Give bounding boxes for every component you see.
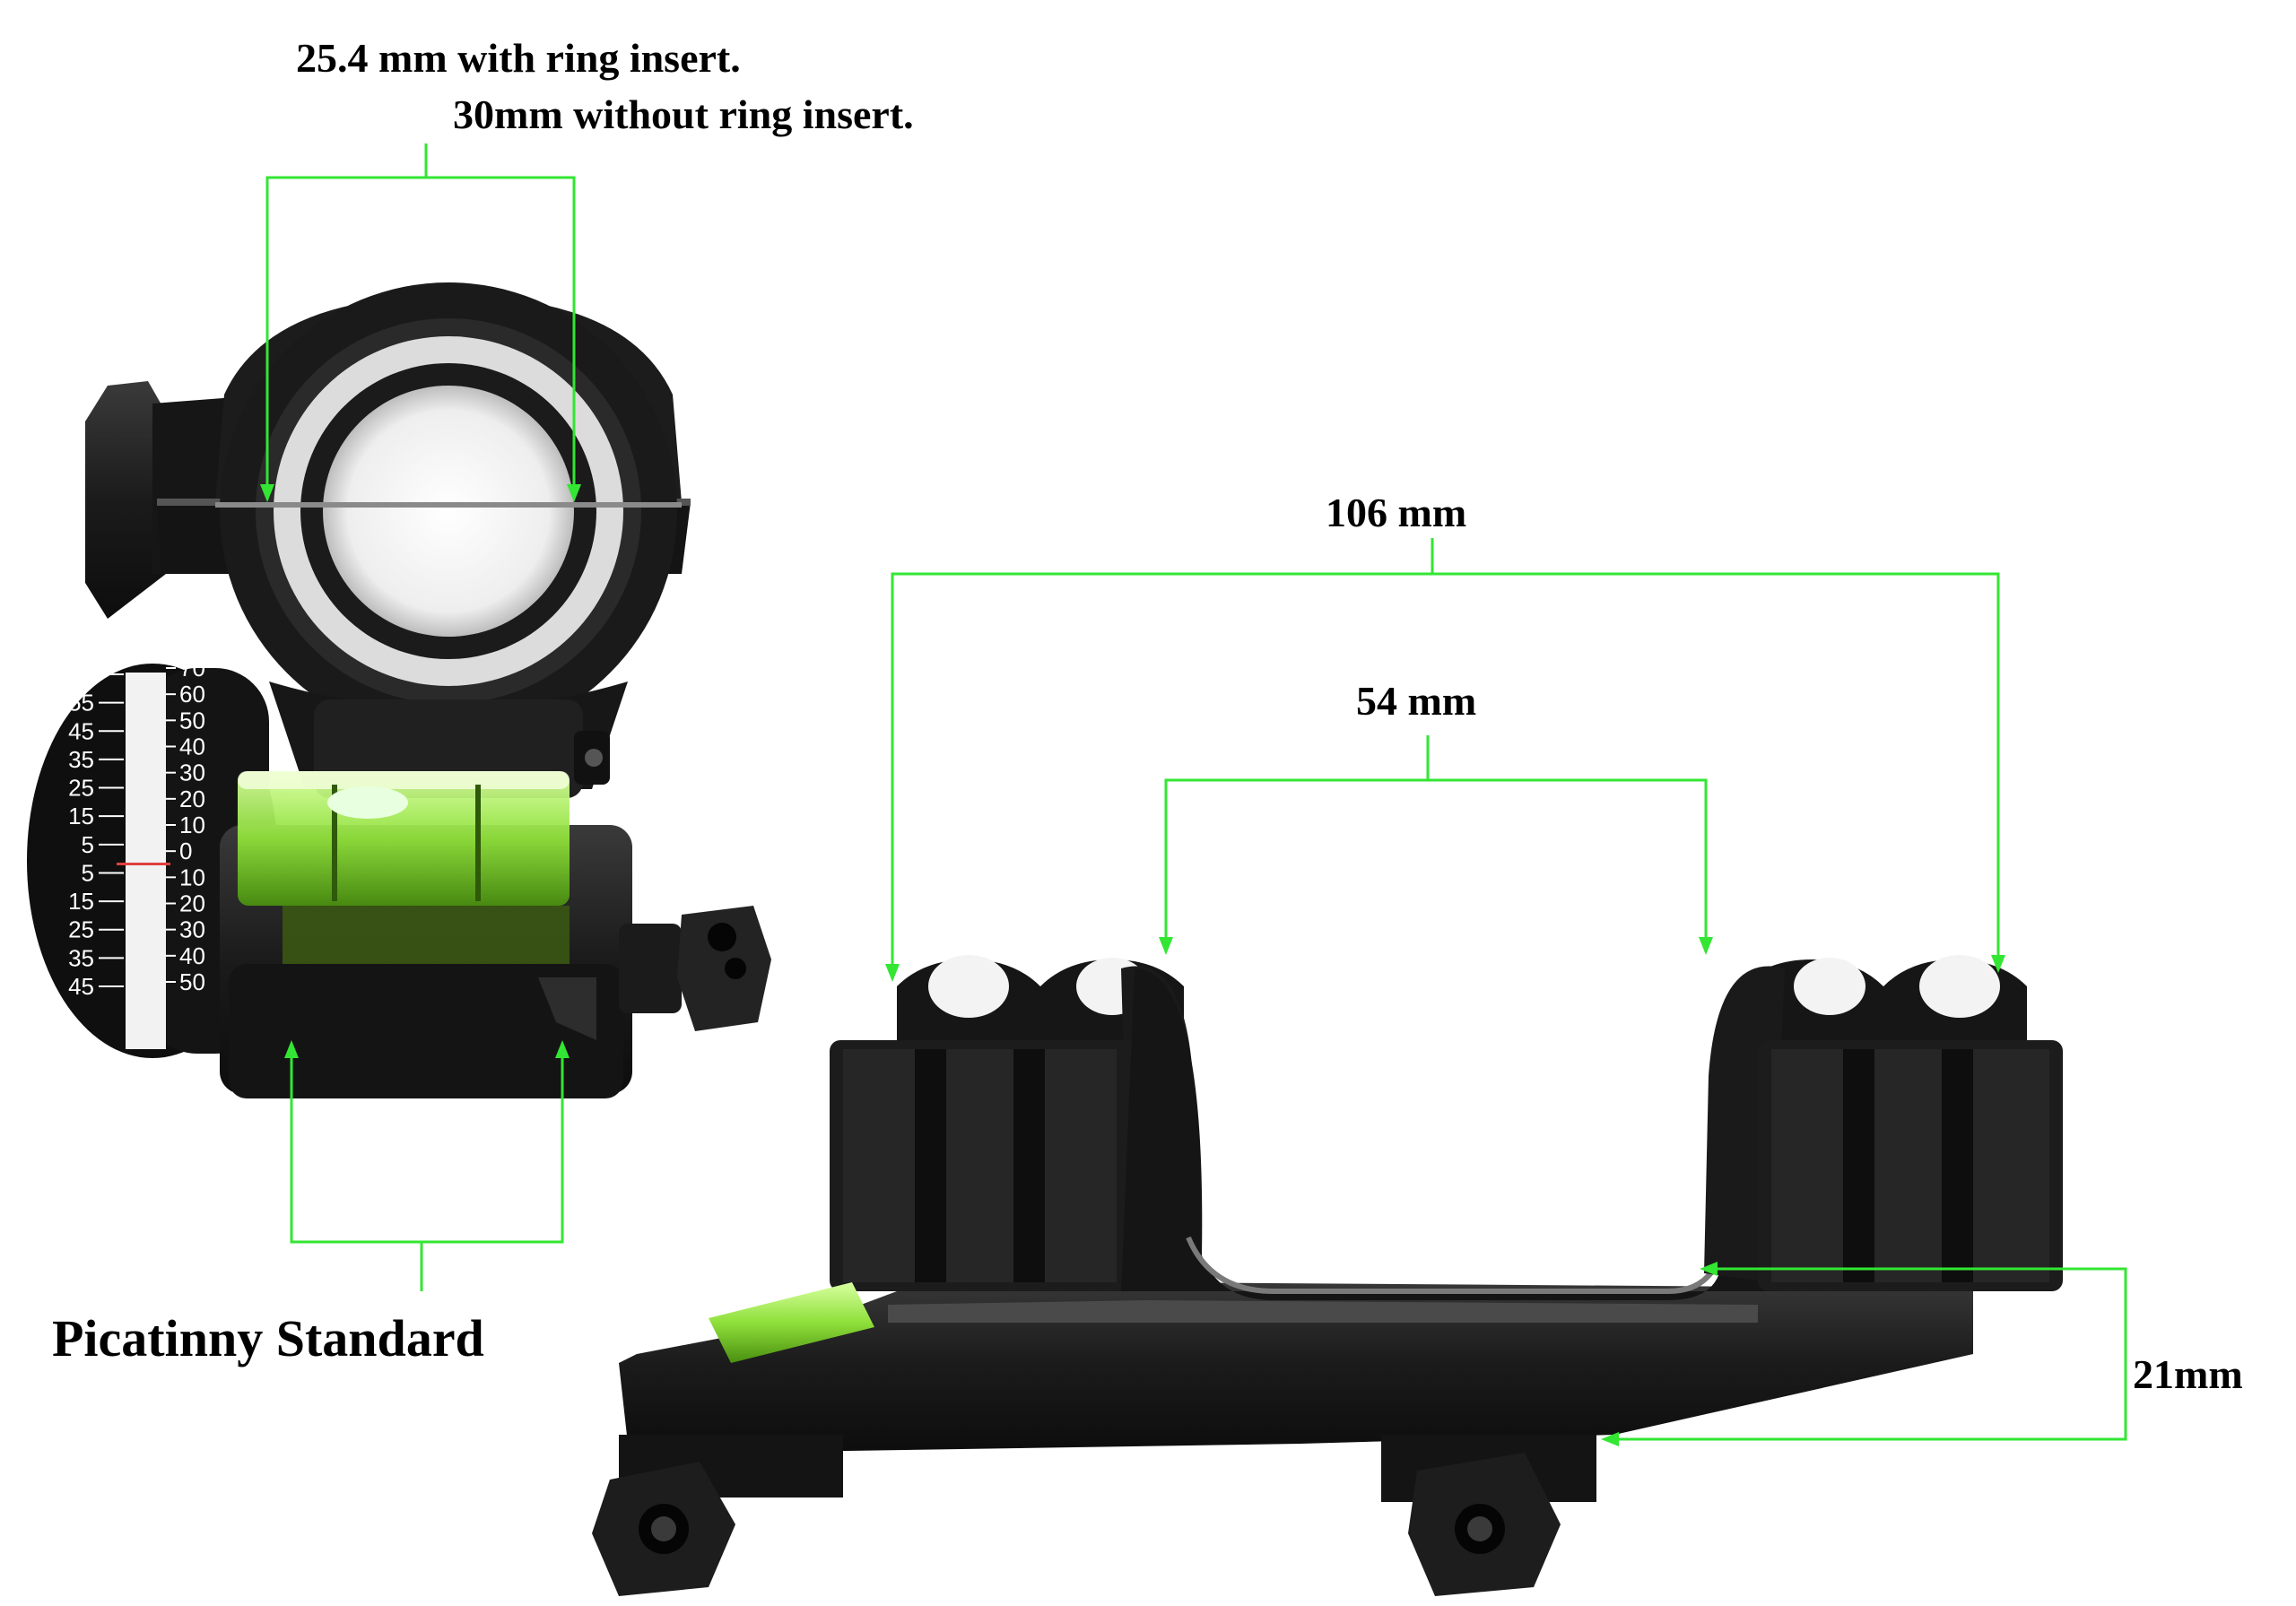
dial-left-label: 15 <box>68 803 94 829</box>
dial-left-label: 15 <box>68 888 94 915</box>
dial-left-label: 55 <box>68 690 94 716</box>
ring-spacing-label: 54 mm <box>1356 678 1476 724</box>
dial-left-label: 65 <box>68 661 94 688</box>
dial-right-label: 70 <box>179 655 205 681</box>
dial-right-label: 40 <box>179 734 205 760</box>
dimension-lines <box>265 143 2127 1441</box>
dial-right-label: 30 <box>179 916 205 943</box>
dial-left-label: 35 <box>68 746 94 773</box>
dial-left-label: 45 <box>68 717 94 744</box>
dial-left-label: 35 <box>68 944 94 971</box>
bubble-level <box>238 771 570 906</box>
rail-clamp-rear <box>1381 1435 1596 1596</box>
dial-left-label: 25 <box>68 775 94 802</box>
dial-left-label: 5 <box>82 859 94 886</box>
dial-right-label: 20 <box>179 890 205 917</box>
cross-bolt-nut <box>619 906 771 1031</box>
rear-rail-section <box>1758 1040 2063 1291</box>
dial-left-label: 5 <box>82 831 94 858</box>
height-label: 21mm <box>2133 1351 2243 1397</box>
front-rail-section <box>830 1040 1135 1291</box>
dial-right-label: 30 <box>179 760 205 786</box>
dial-left-label: 25 <box>68 916 94 943</box>
tube-diameter-label-1: 25.4 mm with ring insert. <box>296 35 741 81</box>
tube-diameter-label-2: 30mm without ring insert. <box>453 91 914 137</box>
overall-length-label: 106 mm <box>1326 490 1466 535</box>
dial-right-label: 60 <box>179 681 205 708</box>
dial-right-label: 50 <box>179 968 205 995</box>
dial-right-label: 10 <box>179 864 205 890</box>
mount-side-view <box>592 955 2063 1596</box>
dial-right-label: 10 <box>179 812 205 838</box>
dimension-arrowheads <box>260 484 2005 1446</box>
base-bubble-level <box>709 1282 874 1363</box>
dial-right-label: 40 <box>179 942 205 969</box>
dial-left-label: 45 <box>68 973 94 1000</box>
picatinny-standard-label: Picatinny Standard <box>52 1309 484 1367</box>
dial-right-label: 50 <box>179 707 205 734</box>
dial-right-label: 0 <box>179 838 192 864</box>
dial-right-label: 20 <box>179 786 205 812</box>
rail-clamp-front <box>592 1435 843 1596</box>
